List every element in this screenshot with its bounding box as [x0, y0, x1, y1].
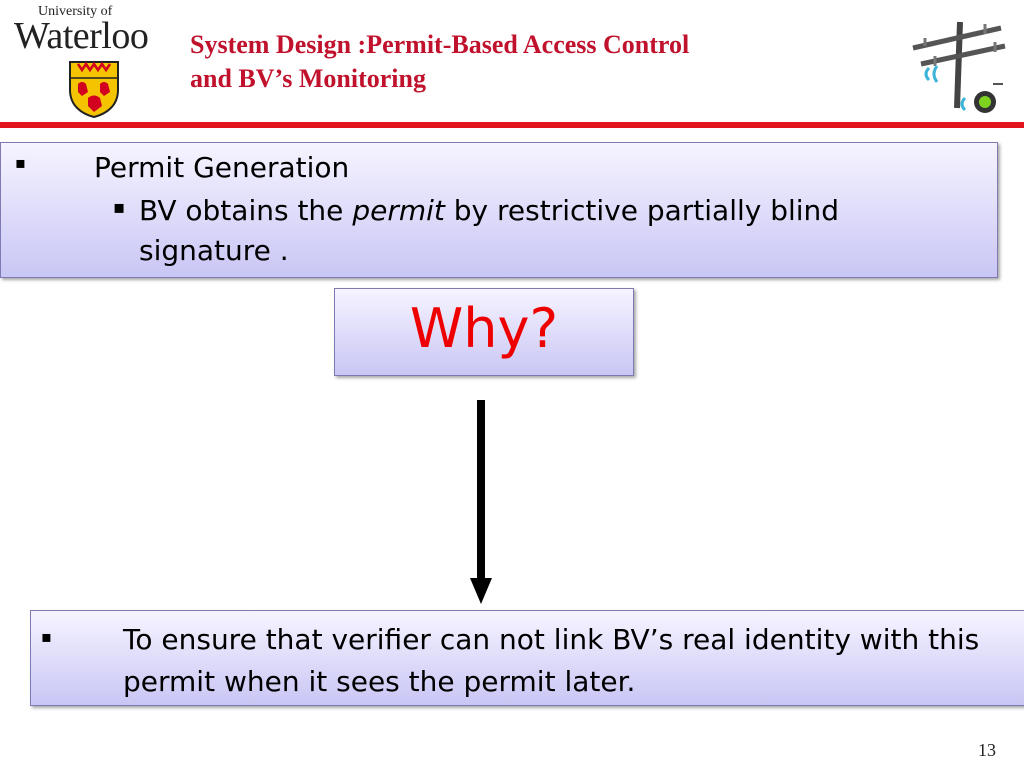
- bullet-marker: ▪: [41, 627, 52, 646]
- telecom-tower-icon: [912, 21, 1006, 113]
- university-logo: University of Waterloo: [8, 4, 178, 119]
- logo-name: Waterloo: [14, 15, 149, 57]
- sub-bullet-marker: ▪: [113, 197, 126, 218]
- permit-description-italic: permit: [352, 194, 445, 227]
- crest-icon: [69, 61, 119, 118]
- down-arrow-icon: [470, 400, 492, 604]
- permit-description-prefix: BV obtains the: [139, 194, 353, 227]
- header-divider: [0, 122, 1024, 128]
- explanation-box: ▪ To ensure that verifier can not link B…: [30, 610, 1024, 706]
- slide-title-line2: and BV’s Monitoring: [190, 64, 426, 93]
- bullet-marker: ▪: [15, 153, 26, 172]
- slide-title: System Design :Permit-Based Access Contr…: [190, 28, 890, 96]
- why-box: Why?: [334, 288, 634, 376]
- slide-title-line1: System Design :Permit-Based Access Contr…: [190, 30, 690, 59]
- permit-description: BV obtains the permit by restrictive par…: [139, 191, 979, 271]
- explanation-text: To ensure that verifier can not link BV’…: [123, 623, 980, 698]
- page-number: 13: [978, 740, 996, 760]
- permit-description-suffix: by restrictive partially blind signature…: [139, 194, 840, 267]
- logo-university-of: University of: [38, 4, 113, 19]
- permit-generation-heading: Permit Generation: [94, 151, 350, 184]
- permit-generation-box: ▪ Permit Generation ▪ BV obtains the per…: [0, 142, 998, 278]
- why-label: Why?: [409, 297, 559, 360]
